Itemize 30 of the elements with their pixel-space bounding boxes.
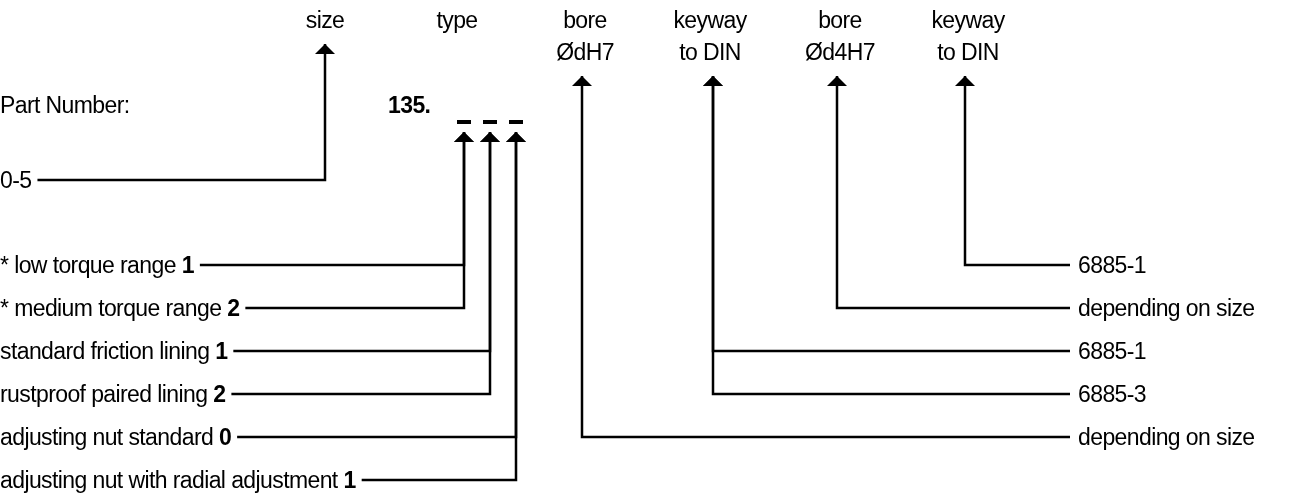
leader-arrow xyxy=(572,76,1070,439)
option-label: 0-5 xyxy=(0,166,32,194)
leader-arrow xyxy=(37,44,335,182)
code-digit-blank xyxy=(509,120,523,124)
option-label: * low torque range 1 xyxy=(0,251,194,279)
option-label: 6885-3 xyxy=(1078,380,1147,408)
code-digit-blank xyxy=(483,120,497,124)
leader-arrow xyxy=(827,76,1070,310)
option-label: rustproof paired lining 2 xyxy=(0,380,226,408)
option-label: depending on size xyxy=(1078,294,1255,322)
column-heading: size xyxy=(285,4,365,36)
option-label: * medium torque range 2 xyxy=(0,294,240,322)
column-heading: bore Ød4H7 xyxy=(800,4,880,68)
part-number-prefix: 135. xyxy=(388,91,431,119)
option-label: adjusting nut standard 0 xyxy=(0,423,232,451)
option-label: adjusting nut with radial adjustment 1 xyxy=(0,466,356,494)
option-label: 6885-1 xyxy=(1078,251,1147,279)
leader-arrow xyxy=(361,132,526,482)
column-heading: type xyxy=(417,4,497,36)
option-label: 6885-1 xyxy=(1078,337,1147,365)
option-label: standard friction lining 1 xyxy=(0,337,228,365)
code-digit-blank xyxy=(457,120,471,124)
column-heading: keyway to DIN xyxy=(670,4,750,68)
column-heading: bore ØdH7 xyxy=(545,4,625,68)
option-label: depending on size xyxy=(1078,423,1255,451)
leader-arrow xyxy=(245,132,474,310)
part-number-label: Part Number: xyxy=(0,91,130,119)
leader-arrow xyxy=(231,132,500,396)
column-heading: keyway to DIN xyxy=(928,4,1008,68)
leader-arrow xyxy=(955,76,1070,267)
